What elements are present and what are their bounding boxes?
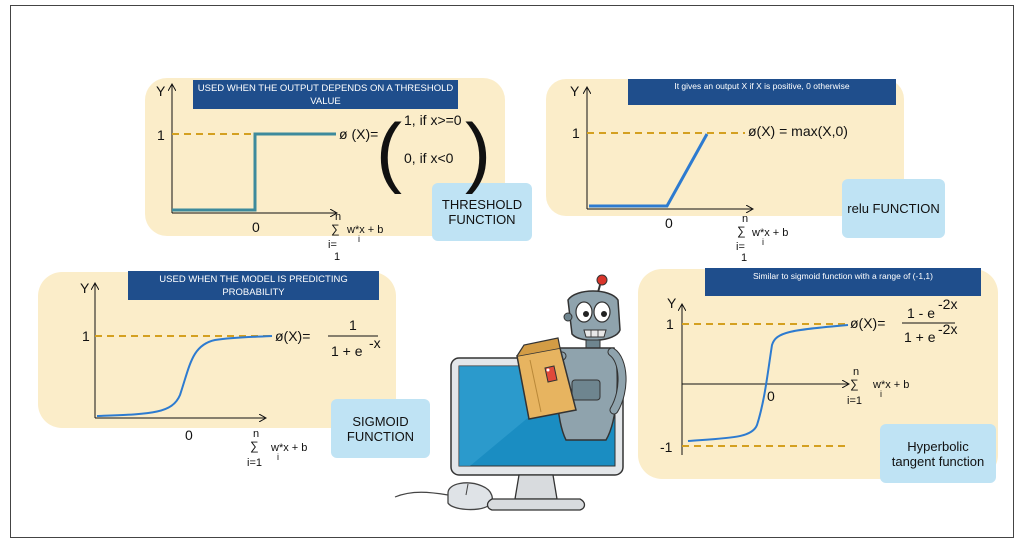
tanh-denominator-exp: -2x <box>938 321 957 337</box>
threshold-formula-lhs: ø (X)= <box>339 126 378 142</box>
threshold-x-tick: 0 <box>252 219 260 235</box>
relu-sum-bottom-a: i= <box>736 241 745 253</box>
tanh-denominator: 1 + e <box>904 329 936 345</box>
relu-sum-term: w*x + b <box>751 227 788 239</box>
sigmoid-y-tick: 1 <box>82 328 90 344</box>
threshold-sub-i: i <box>358 234 360 244</box>
sigmoid-curve <box>96 335 273 417</box>
tanh-sum-bottom: i=1 <box>847 395 862 407</box>
sigmoid-sub-i: i <box>277 452 279 462</box>
sigmoid-y-label: Y <box>80 280 90 296</box>
tanh-sum-term: w*x + b <box>872 379 909 391</box>
sigmoid-graph: Y 1 0 ø(X)= 1 1 + e -x n ∑ i=1 w*x + b i <box>80 280 381 469</box>
sigmoid-sum-bottom: i=1 <box>247 457 262 469</box>
relu-y-tick: 1 <box>572 125 580 141</box>
sigmoid-sum-top: n <box>253 428 259 440</box>
threshold-left-paren: ( <box>376 107 402 195</box>
relu-graph: Y 1 0 ø(X) = max(X,0) n ∑ i= 1 w*x + b i <box>570 83 848 264</box>
sigmoid-name-box: SIGMOID FUNCTION <box>331 399 430 458</box>
threshold-y-tick: 1 <box>157 127 165 143</box>
sigmoid-sum-symbol: ∑ <box>250 439 259 453</box>
tanh-y-label: Y <box>667 295 677 311</box>
threshold-graph: Y 1 0 ø (X)= ( ) 1, if x>=0 0, if x<0 n … <box>156 83 491 263</box>
relu-banner: It gives an output X if X is positive, 0… <box>628 79 896 105</box>
relu-sum-symbol: ∑ <box>737 224 746 238</box>
tanh-sum-top: n <box>853 366 859 378</box>
tanh-x-tick: 0 <box>767 388 775 404</box>
threshold-name-box: THRESHOLD FUNCTION <box>432 183 532 241</box>
tanh-y-tick-top: 1 <box>666 316 674 332</box>
tanh-y-tick-bottom: -1 <box>660 439 673 455</box>
relu-x-tick: 0 <box>665 215 673 231</box>
tanh-sum-symbol: ∑ <box>850 377 859 391</box>
tanh-banner: Similar to sigmoid function with a range… <box>705 268 981 296</box>
tanh-name-box: Hyperbolic tangent function <box>880 424 996 483</box>
threshold-banner: USED WHEN THE OUTPUT DEPENDS ON A THRESH… <box>193 80 458 109</box>
mouse-icon <box>394 482 493 511</box>
tanh-curve <box>687 324 849 442</box>
relu-y-label: Y <box>570 83 580 99</box>
sigmoid-x-tick: 0 <box>185 427 193 443</box>
relu-sub-i: i <box>762 237 764 247</box>
sigmoid-denominator-exp: -x <box>369 335 381 351</box>
paper-bag-icon <box>516 337 577 420</box>
threshold-sum-bottom-b: 1 <box>334 251 340 263</box>
relu-name-box: relu FUNCTION <box>842 179 945 238</box>
relu-sum-bottom-b: 1 <box>741 252 747 264</box>
tanh-graph: Y 1 -1 0 ø(X)= 1 - e -2x 1 + e -2x n ∑ i… <box>660 295 957 455</box>
sigmoid-sum-term: w*x + b <box>270 442 307 454</box>
relu-curve <box>589 133 709 208</box>
relu-sum-top: n <box>742 213 748 225</box>
sigmoid-banner: USED WHEN THE MODEL IS PREDICTING PROBAB… <box>128 271 379 300</box>
threshold-curve <box>172 132 336 212</box>
tanh-sub-i: i <box>880 389 882 399</box>
sigmoid-numerator: 1 <box>349 317 357 333</box>
threshold-right-paren: ) <box>465 107 491 195</box>
threshold-case-1: 1, if x>=0 <box>404 112 462 128</box>
sigmoid-formula-lhs: ø(X)= <box>275 328 310 344</box>
sigmoid-denominator: 1 + e <box>331 343 363 359</box>
threshold-sum-top: n <box>335 211 341 223</box>
threshold-y-label: Y <box>156 83 166 99</box>
tanh-formula-lhs: ø(X)= <box>850 315 885 331</box>
tanh-numerator-exp: -2x <box>938 296 957 312</box>
threshold-case-2: 0, if x<0 <box>404 150 454 166</box>
threshold-sum-term: w*x + b <box>346 224 383 236</box>
relu-formula: ø(X) = max(X,0) <box>748 123 848 139</box>
threshold-sum-bottom-a: i= <box>328 239 337 251</box>
threshold-sum-symbol: ∑ <box>331 222 340 236</box>
tanh-numerator: 1 - e <box>907 305 935 321</box>
